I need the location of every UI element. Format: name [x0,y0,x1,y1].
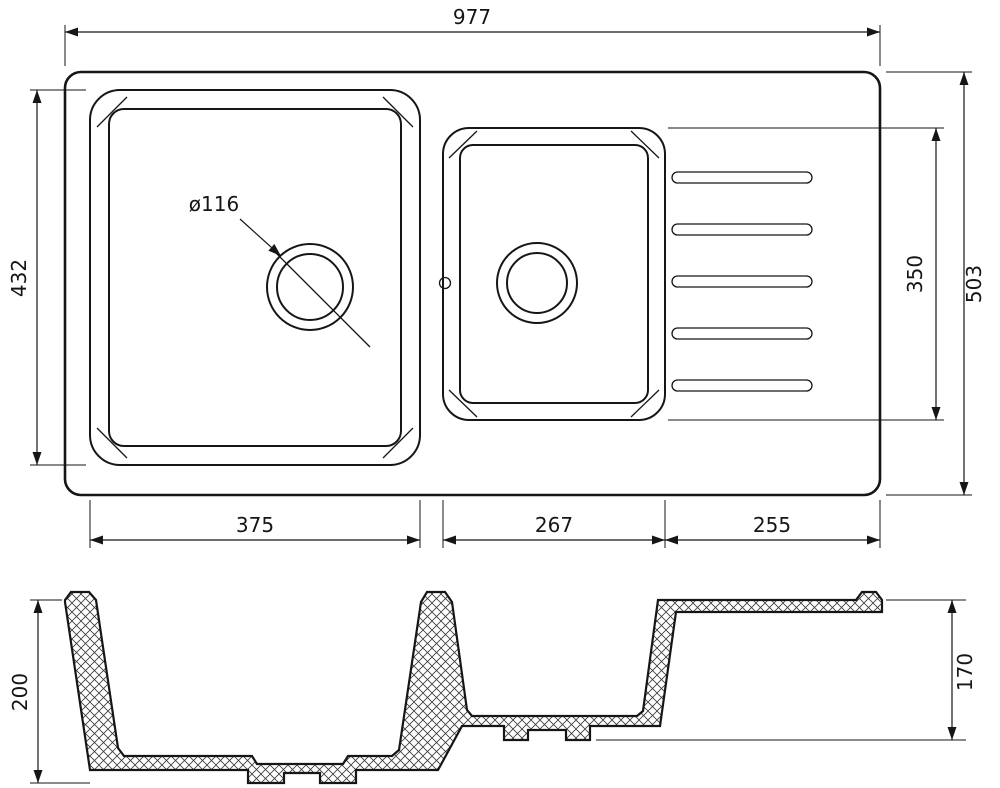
dim-bowl2-depth-label: 170 [953,653,977,691]
bowl-2 [438,127,666,421]
dim-drain-diameter-label: ø116 [189,192,239,216]
dim-bowl1-length-label: 432 [7,259,31,297]
bowl-2-drain [496,242,578,324]
dim-drain-diameter: ø116 [189,192,282,257]
rib-1 [671,171,813,184]
overflow-mark [438,276,452,290]
rib-2 [671,223,813,236]
dim-bowl2-depth: 170 [596,599,977,741]
bowl-1-corner-chamfers [96,96,414,459]
leader-line [239,218,282,257]
dim-overall-depth-label: 503 [962,265,986,303]
section-profile [63,590,884,785]
drain-2-inner-circle [506,252,568,314]
drainboard-ribs [671,171,813,392]
section-view: 200 170 [8,590,977,785]
dim-overall-depth: 503 [886,71,986,496]
dim-bowl1-length: 432 [7,89,86,466]
drain-1-diameter-line [274,251,371,348]
dim-bowl2-width-label: 267 [535,513,573,537]
dim-bottom-widths: 375 267 255 [89,500,881,548]
bowl-1-inner-edge [108,108,402,447]
dim-overall-width: 977 [64,5,881,66]
dim-drainboard-width-label: 255 [753,513,791,537]
bowl-1-drain [266,243,371,348]
dim-bowl1-depth-label: 200 [8,673,32,711]
dim-bowl2-length-label: 350 [903,255,927,293]
dim-bowl1-width-label: 375 [236,513,274,537]
bowl-1 [89,89,421,466]
dim-bowl1-depth: 200 [8,599,90,784]
rib-3 [671,275,813,288]
bowl-2-corner-chamfers [448,130,660,418]
dim-bowl2-length: 350 [668,127,944,421]
top-view: ø116 977 432 503 350 [7,5,986,548]
dim-overall-width-label: 977 [453,5,491,29]
rib-4 [671,327,813,340]
rib-5 [671,379,813,392]
